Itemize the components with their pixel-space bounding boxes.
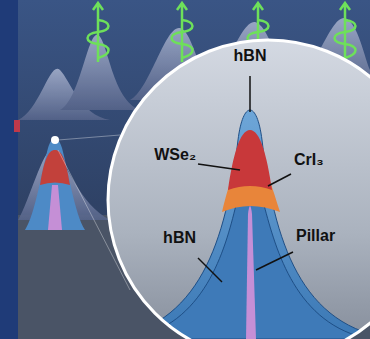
layer-label: WSe₂ [154, 146, 196, 164]
wse2-layer [228, 130, 272, 190]
small-pillar [14, 120, 85, 230]
layer-label: hBN [163, 229, 196, 247]
inset-border [108, 40, 370, 339]
layer-label: hBN [234, 47, 267, 65]
layer-label: CrI₃ [294, 151, 324, 169]
layer-label: Pillar [296, 227, 335, 245]
pillar [246, 206, 256, 339]
hbn-bottom-layer [130, 202, 370, 339]
hbn-top-layer [105, 110, 370, 339]
zoom-inset [100, 30, 370, 339]
leader-line [198, 76, 293, 282]
